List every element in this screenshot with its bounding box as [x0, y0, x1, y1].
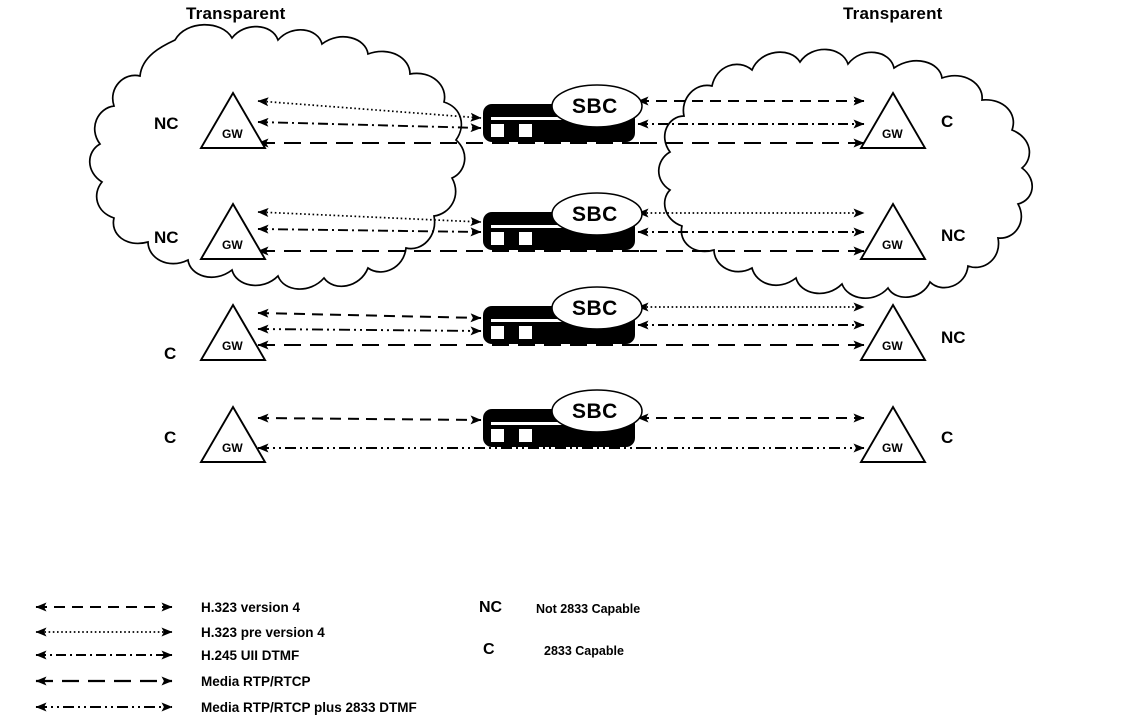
sbc-label-1: SBC [572, 95, 618, 118]
row-label-left-2: NC [154, 228, 179, 247]
gw-label-left-4: GW [222, 441, 243, 455]
sbc-badge [551, 389, 643, 433]
legend-label-media-rtp-rtcp: Media RTP/RTCP [201, 674, 311, 689]
legend-label-h323-pre-version-4: H.323 pre version 4 [201, 625, 325, 640]
sbc-label-2: SBC [572, 203, 618, 226]
link-media-rtp-rtcp-plus-2833-dtmf [257, 324, 482, 336]
row-label-right-2: NC [941, 226, 966, 245]
row-label-right-3: NC [941, 328, 966, 347]
sbc-badge [551, 84, 643, 128]
link-h323-pre-v4 [257, 97, 482, 122]
right-cloud-outline [657, 48, 1033, 300]
row-4-right-links [637, 413, 865, 453]
gw-node-left-2 [199, 202, 267, 260]
link-h323-v4 [257, 308, 482, 323]
gw-label-right-4: GW [882, 441, 903, 455]
gw-node-left-3 [199, 303, 267, 361]
legend-sample-lines [35, 602, 173, 712]
right-cloud-title: Transparent [843, 4, 943, 23]
sbc-device-1 [483, 84, 643, 142]
gw-label-left-3: GW [222, 339, 243, 353]
gw-label-left-1: GW [222, 127, 243, 141]
row-label-right-1: C [941, 112, 954, 131]
gw-node-left-1 [199, 91, 267, 149]
link-h323-pre-v4 [257, 207, 482, 227]
sbc-label-4: SBC [572, 400, 618, 423]
legend-key-nc: NC [479, 599, 503, 616]
sbc-label-3: SBC [572, 297, 618, 320]
legend-label-h245-uii-dtmf: H.245 UII DTMF [201, 648, 300, 663]
row-2-left-links [257, 207, 640, 256]
gw-label-right-3: GW [882, 339, 903, 353]
link-h245-uii-dtmf [257, 117, 482, 133]
row-label-right-4: C [941, 428, 954, 447]
legend-label-media-rtp-rtcp-plus-2833-dtmf: Media RTP/RTCP plus 2833 DTMF [201, 700, 417, 715]
row-3-left-links [257, 308, 640, 350]
sbc-badge [551, 286, 643, 330]
gw-label-right-2: GW [882, 238, 903, 252]
row-2-right-links [637, 208, 865, 256]
legend-key-c: C [483, 641, 495, 658]
row-label-left-1: NC [154, 114, 179, 133]
left-cloud-title: Transparent [186, 4, 286, 23]
sbc-device-2 [483, 192, 643, 250]
legend-key-nc-meaning: Not 2833 Capable [536, 602, 641, 616]
row-1-left-links [257, 97, 640, 148]
gw-label-right-1: GW [882, 127, 903, 141]
sbc-device-3 [483, 286, 643, 344]
left-cloud-outline [88, 23, 466, 290]
sbc-badge [551, 192, 643, 236]
row-label-left-4: C [164, 428, 177, 447]
gw-node-right-1 [859, 91, 927, 149]
gw-node-right-4 [859, 405, 927, 463]
gw-node-right-2 [859, 202, 927, 260]
legend-label-h323-version-4: H.323 version 4 [201, 600, 301, 615]
row-3-right-links [637, 302, 865, 350]
legend-key-c-meaning: 2833 Capable [544, 644, 624, 658]
gw-node-right-3 [859, 303, 927, 361]
gw-node-left-4 [199, 405, 267, 463]
sbc-device-4 [483, 389, 643, 447]
row-4-left-links [257, 413, 640, 453]
link-h245-uii-dtmf [257, 224, 482, 237]
link-h323-v4 [257, 413, 482, 425]
gw-label-left-2: GW [222, 238, 243, 252]
row-label-left-3: C [164, 344, 177, 363]
row-1-right-links [637, 96, 865, 148]
